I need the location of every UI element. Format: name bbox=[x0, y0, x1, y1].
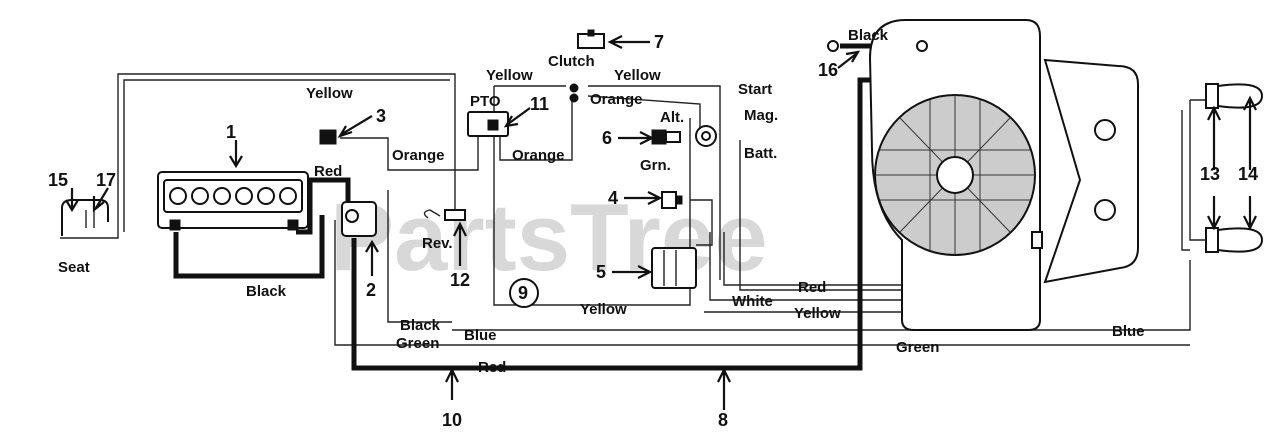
label-batt: Batt. bbox=[744, 145, 777, 162]
wire-yellow-clutch-right: Yellow bbox=[614, 67, 661, 84]
callout-arrows bbox=[65, 35, 1257, 410]
engine bbox=[827, 19, 1139, 331]
headlights bbox=[1205, 83, 1264, 253]
wire-white: White bbox=[732, 293, 773, 310]
callout-1: 1 bbox=[226, 122, 236, 142]
battery bbox=[157, 171, 309, 231]
callout-9: 9 bbox=[518, 283, 528, 303]
callout-11: 11 bbox=[530, 94, 549, 114]
callout-7: 7 bbox=[654, 32, 664, 52]
wire-blue-right: Blue bbox=[1112, 323, 1145, 340]
wire-yellow-right: Yellow bbox=[794, 305, 841, 322]
connector-4 bbox=[661, 191, 683, 209]
callout-numbers: 1 2 3 4 5 6 7 8 9 10 11 12 13 14 15 16 1… bbox=[48, 32, 1258, 430]
wire-black-battery: Black bbox=[246, 283, 287, 300]
module-5 bbox=[651, 247, 697, 289]
callout-17: 17 bbox=[96, 170, 116, 190]
label-start: Start bbox=[738, 81, 772, 98]
wire-yellow-clutch-left: Yellow bbox=[486, 67, 533, 84]
clutch-connector bbox=[569, 29, 605, 103]
alternator-plug bbox=[651, 129, 681, 145]
callout-13: 13 bbox=[1200, 164, 1220, 184]
label-rev: Rev. bbox=[422, 235, 453, 252]
wire-blue-lower: Blue bbox=[464, 327, 497, 344]
wire-green-lower: Green bbox=[396, 335, 439, 352]
label-pto: PTO bbox=[470, 93, 501, 110]
solenoid bbox=[341, 201, 377, 237]
wire-yellow-top: Yellow bbox=[306, 85, 353, 102]
wire-orange-switch: Orange bbox=[392, 147, 445, 164]
wire-red-bottom: Red bbox=[478, 359, 506, 376]
callout-14: 14 bbox=[1238, 164, 1258, 184]
wire-red-battery: Red bbox=[314, 163, 342, 180]
callout-5: 5 bbox=[596, 262, 606, 282]
callout-16: 16 bbox=[818, 60, 838, 80]
callout-12: 12 bbox=[450, 270, 470, 290]
label-mag: Mag. bbox=[744, 107, 778, 124]
wire-labels: Yellow Yellow Yellow Orange Orange Orang… bbox=[246, 27, 1145, 376]
label-seat: Seat bbox=[58, 259, 90, 276]
connector-3 bbox=[319, 129, 337, 145]
wire-yellow-bottom: Yellow bbox=[580, 301, 627, 318]
reverse-switch bbox=[423, 209, 466, 221]
label-grn: Grn. bbox=[640, 157, 671, 174]
pto-switch bbox=[467, 111, 509, 137]
callout-8: 8 bbox=[718, 410, 728, 430]
callout-10: 10 bbox=[442, 410, 462, 430]
label-clutch: Clutch bbox=[548, 53, 595, 70]
callout-circle-9 bbox=[509, 278, 539, 308]
label-alt: Alt. bbox=[660, 109, 684, 126]
callout-3: 3 bbox=[376, 106, 386, 126]
wire-red-right: Red bbox=[798, 279, 826, 296]
wire-orange-clutch: Orange bbox=[590, 91, 643, 108]
callout-15: 15 bbox=[48, 170, 68, 190]
wire-black-lower: Black bbox=[400, 317, 441, 334]
ignition-switch bbox=[695, 125, 717, 147]
callout-4: 4 bbox=[608, 188, 618, 208]
callout-2: 2 bbox=[366, 280, 376, 300]
wire-orange-pto: Orange bbox=[512, 147, 565, 164]
wire-black-engine: Black bbox=[848, 27, 889, 44]
callout-6: 6 bbox=[602, 128, 612, 148]
component-labels: Seat PTO Clutch Rev. Start Mag. Alt. Bat… bbox=[58, 53, 778, 276]
wire-green-right: Green bbox=[896, 339, 939, 356]
